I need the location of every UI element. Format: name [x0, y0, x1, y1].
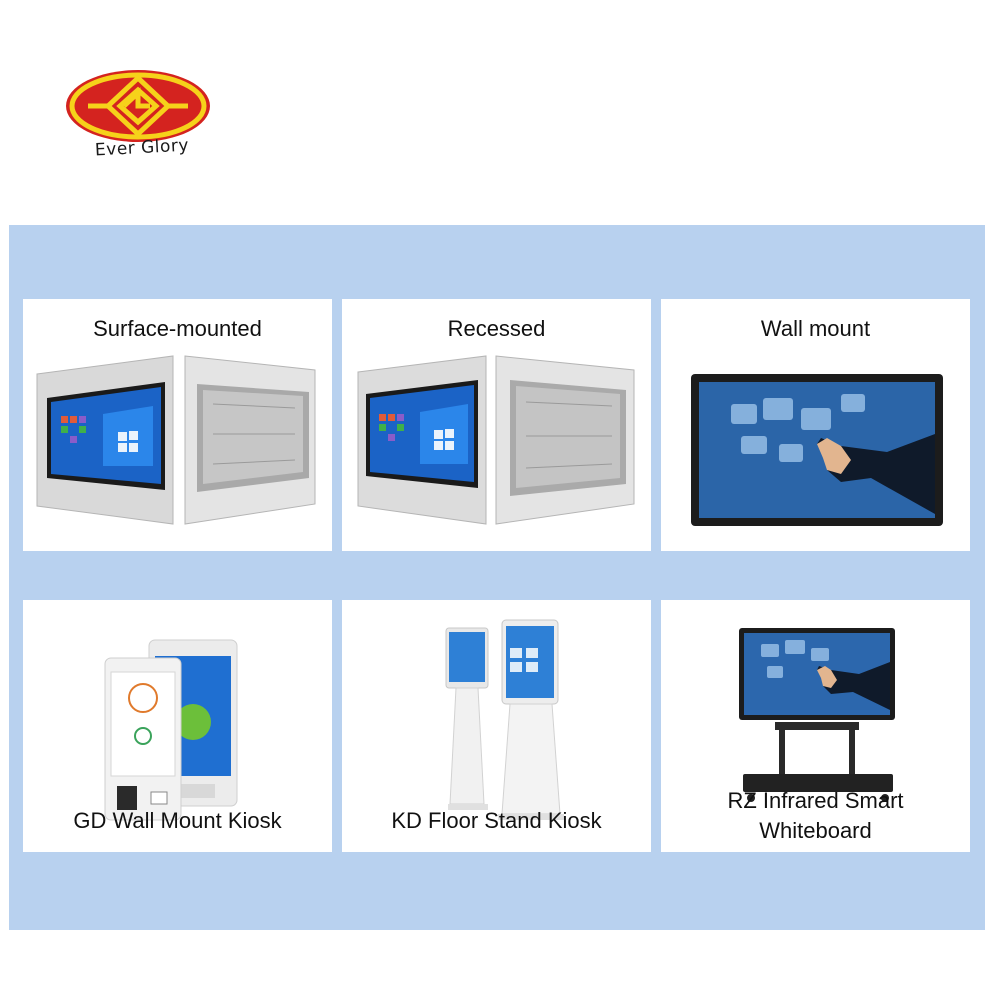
- surface-mounted-image: [36, 355, 316, 525]
- product-label: RZ Infrared Smart Whiteboard: [661, 786, 970, 846]
- ever-glory-logo: Ever Glory: [64, 66, 214, 176]
- logo-emblem: [66, 70, 210, 142]
- floor-stand-kiosk-image: [445, 619, 564, 820]
- product-label: GD Wall Mount Kiosk: [73, 808, 282, 833]
- product-label: KD Floor Stand Kiosk: [391, 808, 602, 833]
- product-label-line-2: Whiteboard: [759, 818, 872, 843]
- wall-mount-kiosk-image: [104, 639, 238, 821]
- product-label: Surface-mounted: [93, 316, 262, 341]
- product-card-kd-floor-stand-kiosk[interactable]: KD Floor Stand Kiosk: [342, 600, 651, 852]
- product-label-line-1: RZ Infrared Smart: [727, 788, 904, 813]
- product-card-surface-mounted[interactable]: Surface-mounted: [23, 299, 332, 551]
- product-card-recessed[interactable]: Recessed: [342, 299, 651, 551]
- product-label: Wall mount: [760, 316, 871, 341]
- product-label: Recessed: [447, 316, 546, 341]
- wall-mount-image: [691, 374, 943, 526]
- product-card-rz-infrared-smart-whiteboard[interactable]: RZ Infrared Smart Whiteboard: [661, 600, 970, 852]
- recessed-image: [357, 355, 635, 525]
- product-panel: Surface-mounted Recessed: [9, 225, 985, 930]
- product-card-gd-wall-mount-kiosk[interactable]: GD Wall Mount Kiosk: [23, 600, 332, 852]
- product-card-wall-mount[interactable]: Wall mount: [661, 299, 970, 551]
- smart-whiteboard-image: [739, 628, 895, 802]
